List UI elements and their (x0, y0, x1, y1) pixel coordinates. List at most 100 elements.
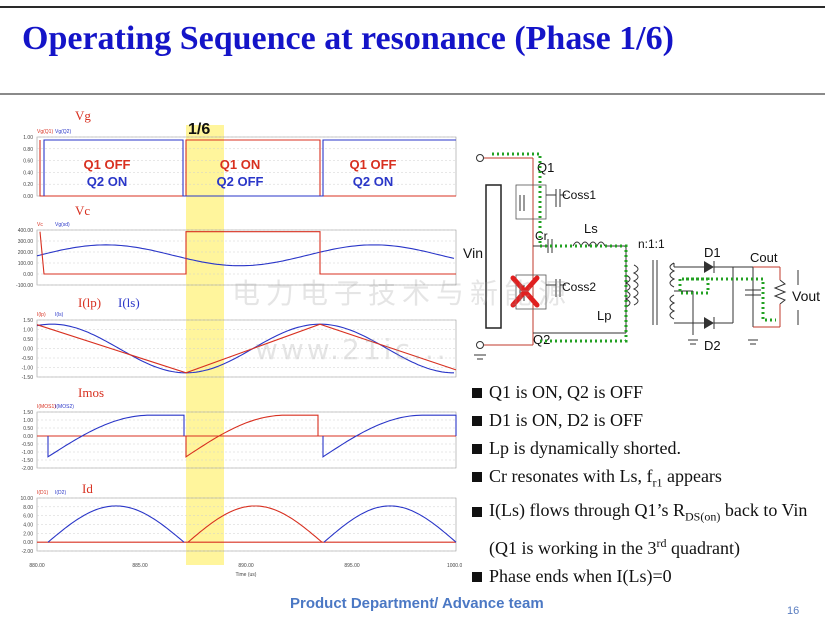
mosfet-q2 (515, 274, 547, 310)
label-coss2: Coss2 (562, 280, 596, 294)
y-tick-label: 0.40 (23, 170, 33, 176)
imos2-trace (322, 414, 457, 458)
q2-state-label: Q2 ON (353, 174, 393, 189)
vg-q2-trace (43, 139, 456, 197)
y-tick-label: 200.00 (18, 250, 34, 256)
id2-trace (323, 505, 457, 543)
legend-entry: Vg(sd) (55, 222, 70, 228)
transformer-secondary (669, 262, 676, 288)
x-tick-label: 1000.00 (447, 563, 462, 569)
y-tick-label: -1.00 (22, 450, 34, 456)
y-tick-label: 0.00 (23, 347, 33, 353)
y-tick-label: -2.00 (22, 549, 34, 555)
y-tick-label: 2.00 (23, 531, 33, 537)
y-tick-label: 1.00 (23, 418, 33, 424)
x-axis-label: Time (us) (236, 572, 257, 578)
plot-frame (36, 411, 457, 469)
y-tick-label: -1.50 (22, 375, 34, 381)
legend-entry: I(lp) (37, 312, 46, 318)
id1-trace (187, 505, 323, 543)
footer-text: Product Department/ Advance team (290, 595, 544, 612)
y-tick-label: 0.80 (23, 147, 33, 153)
label-vin: Vin (463, 245, 483, 261)
vsw-trace (39, 231, 456, 275)
bullet-item: Cr resonates with Ls, fr1 appears (472, 462, 822, 497)
diode-d2 (704, 317, 714, 329)
y-tick-label: -0.50 (22, 356, 34, 362)
y-tick-label: 1.50 (23, 410, 33, 416)
panel-title: Id (82, 481, 93, 496)
waveform-plots: 1/61.000.800.600.400.200.00VgVg(Q1)Vg(Q2… (16, 108, 462, 578)
current-path-primary (492, 152, 628, 343)
y-tick-label: 0.00 (23, 194, 33, 200)
input-terminal (476, 154, 484, 162)
bullet-list: Q1 is ON, Q2 is OFF D1 is ON, D2 is OFF … (472, 378, 822, 590)
legend-entry: I(ls) (55, 312, 64, 318)
y-tick-label: -0.50 (22, 442, 34, 448)
current-path-secondary (678, 277, 710, 295)
label-cout: Cout (750, 250, 778, 265)
panel-title: Vc (75, 203, 90, 218)
y-tick-label: 1.00 (23, 135, 33, 141)
vc-trace (36, 244, 455, 267)
load-resistor (773, 279, 787, 305)
label-turns-ratio: n:1:1 (638, 237, 665, 251)
label-d2: D2 (704, 338, 721, 353)
ilp-trace (36, 323, 457, 374)
label-lp: Lp (597, 308, 611, 323)
q1-state-label: Q1 OFF (84, 157, 131, 172)
transformer-primary (632, 264, 639, 306)
label-d1: D1 (704, 245, 721, 260)
y-tick-label: 1.00 (23, 328, 33, 334)
label-vout: Vout (792, 288, 820, 304)
panel-title: Imos (78, 385, 104, 400)
diode-d1 (704, 261, 714, 273)
y-tick-label: 400.00 (18, 228, 34, 234)
y-tick-label: -1.50 (22, 458, 34, 464)
title-rule (0, 93, 825, 95)
ils-trace (36, 323, 454, 374)
current-path-secondary (686, 277, 776, 322)
y-tick-label: -100.00 (16, 283, 33, 289)
panel-title: I(lp) (78, 295, 101, 310)
legend-entry: I(D1) (37, 490, 48, 496)
q1-state-label: Q1 OFF (350, 157, 397, 172)
y-tick-label: 10.00 (20, 496, 33, 502)
panel-title: I(ls) (118, 295, 140, 310)
y-tick-label: 100.00 (18, 261, 34, 267)
imos1-trace (185, 414, 319, 458)
x-tick-label: 895.00 (344, 563, 360, 569)
watermark-text: 电力电子技术与新能源 (232, 277, 573, 310)
legend-entry: I(MOS1) (37, 404, 56, 410)
top-rule (0, 6, 825, 8)
phase-highlight (186, 125, 224, 565)
vin-source (485, 184, 502, 329)
q1-state-label: Q1 ON (220, 157, 260, 172)
y-tick-label: 0.50 (23, 426, 33, 432)
y-tick-label: 0.00 (23, 540, 33, 546)
y-tick-label: 8.00 (23, 505, 33, 511)
y-tick-label: 0.50 (23, 337, 33, 343)
bullet-item: I(Ls) flows through Q1’s RDS(on) back to… (472, 497, 822, 563)
x-tick-label: 885.00 (132, 563, 148, 569)
bullet-item: D1 is ON, D2 is OFF (472, 406, 822, 434)
q2-state-label: Q2 ON (87, 174, 127, 189)
y-tick-label: -1.00 (22, 366, 34, 372)
slide-title: Operating Sequence at resonance (Phase 1… (22, 20, 674, 57)
input-terminal (476, 341, 484, 349)
page-number: 16 (787, 605, 800, 617)
imos2-trace (47, 414, 185, 458)
y-tick-label: 4.00 (23, 523, 33, 529)
legend-entry: Vc (37, 222, 43, 228)
bullet-item: Q1 is ON, Q2 is OFF (472, 378, 822, 406)
panel-title: Vg (75, 108, 91, 123)
label-coss1: Coss1 (562, 188, 596, 202)
mosfet-q1 (515, 184, 547, 220)
legend-entry: I(D2) (55, 490, 66, 496)
legend-entry: Vg(Q1) (37, 129, 53, 135)
y-tick-label: 0.60 (23, 159, 33, 165)
q2-state-label: Q2 OFF (217, 174, 264, 189)
x-tick-label: 890.00 (238, 563, 254, 569)
label-ls: Ls (584, 221, 598, 236)
